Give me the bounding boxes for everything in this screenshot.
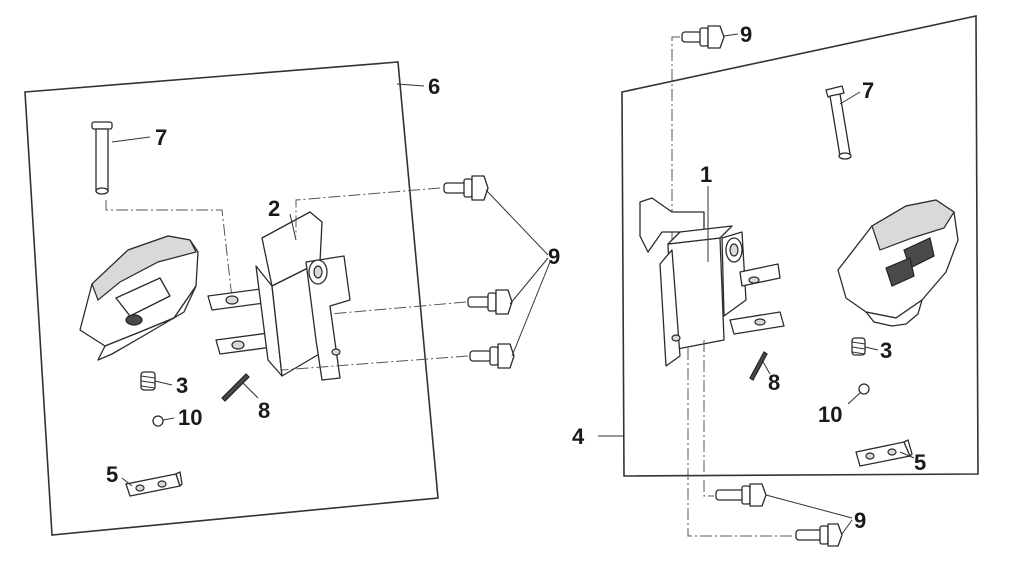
left-leader-ball <box>162 417 175 421</box>
label-left-bolts: 9 <box>548 244 560 269</box>
right-top-bolt <box>681 25 725 49</box>
right-bottom-bolt-guide-2 <box>687 348 794 537</box>
right-footrest-peg <box>837 199 959 327</box>
left-leader-spring <box>154 380 173 386</box>
right-spring <box>851 337 866 356</box>
label-right-panel: 4 <box>572 424 585 449</box>
right-leader-bottom-bolt-1 <box>765 494 853 519</box>
label-left-ball: 10 <box>178 405 202 430</box>
left-assembly: 6 7 2 9 3 10 8 5 <box>24 61 560 536</box>
label-right-ball: 10 <box>818 402 842 427</box>
left-bolt-middle <box>467 289 513 315</box>
left-leader-pin <box>111 136 151 143</box>
right-assembly: 9 7 1 4 3 8 10 5 9 <box>572 15 979 547</box>
left-bracket <box>207 211 351 381</box>
left-leader-panel <box>396 83 425 87</box>
label-right-spring: 3 <box>880 338 892 363</box>
left-pin <box>91 121 113 195</box>
right-leader-bottom-bolt-2 <box>841 519 853 535</box>
right-plate <box>855 439 913 467</box>
left-leader-plate <box>121 477 133 487</box>
left-leader-spring-pin <box>241 381 259 399</box>
right-panel-frame <box>621 15 979 477</box>
left-bolt-top <box>443 175 489 201</box>
left-leader-bolt-bottom <box>511 261 551 357</box>
right-bottom-bolt-guide-1 <box>703 340 714 497</box>
left-leader-bracket <box>289 213 297 241</box>
left-footrest-peg <box>79 235 199 361</box>
left-pin-guide <box>105 200 233 299</box>
label-left-spring-pin: 8 <box>258 398 270 423</box>
right-pin <box>825 85 852 160</box>
label-left-panel: 6 <box>428 74 440 99</box>
label-right-pin: 7 <box>862 78 874 103</box>
left-bolt-guide-bottom <box>281 355 469 371</box>
right-bolt-lower-2 <box>795 523 843 547</box>
left-plate <box>125 471 183 497</box>
right-bottom-bolts <box>715 483 843 547</box>
left-spring <box>140 371 156 391</box>
left-leader-bolt-middle <box>509 257 549 305</box>
label-right-bracket: 1 <box>700 162 712 187</box>
left-bolt-bottom <box>469 343 515 369</box>
left-ball <box>152 415 164 427</box>
right-bolt-lower-1 <box>715 483 767 507</box>
label-right-bottom-bolts: 9 <box>854 508 866 533</box>
left-leader-bolt-top <box>485 189 549 256</box>
left-bolt-guide-middle <box>329 301 467 315</box>
label-right-spring-pin: 8 <box>768 370 780 395</box>
right-ball <box>858 383 870 395</box>
label-left-plate: 5 <box>106 462 118 487</box>
label-left-spring: 3 <box>176 373 188 398</box>
right-leader-spring <box>864 346 879 351</box>
label-right-top-bolt: 9 <box>740 22 752 47</box>
right-bracket <box>639 197 785 367</box>
left-spring-pin <box>221 373 250 402</box>
right-leader-top-bolt <box>723 33 739 37</box>
left-bolt-guide-top <box>295 187 441 236</box>
label-left-pin: 7 <box>155 125 167 150</box>
left-bolts <box>443 175 515 369</box>
right-leader-plate <box>899 451 915 459</box>
right-leader-ball <box>847 392 861 405</box>
label-left-bracket: 2 <box>268 196 280 221</box>
right-leader-pin <box>839 91 861 105</box>
right-leader-spring-pin <box>761 359 771 375</box>
right-top-bolt-guide <box>671 36 680 270</box>
right-spring-pin <box>749 351 768 381</box>
label-right-plate: 5 <box>914 450 926 475</box>
